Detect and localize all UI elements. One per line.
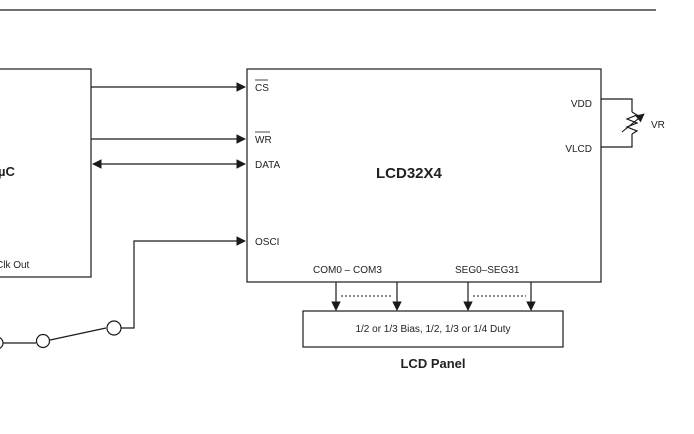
osci-signal-line <box>115 236 246 329</box>
clock-out-label: Clk Out <box>0 260 30 271</box>
chip-name: LCD32X4 <box>376 165 443 182</box>
pin-data-label: DATA <box>255 160 281 171</box>
switch-edge-terminal <box>0 337 4 349</box>
lcd-panel-box <box>302 310 564 348</box>
com-bus <box>331 282 402 311</box>
switch-lever <box>49 327 107 341</box>
seg-bus-label: SEG0–SEG31 <box>455 265 520 276</box>
microcontroller-box <box>0 68 92 278</box>
variable-resistor: VR <box>601 98 665 148</box>
chip-box <box>246 68 602 283</box>
microcontroller-label: µC <box>0 164 15 179</box>
lcd-panel-title: LCD Panel <box>400 356 465 371</box>
pin-wr-label: WR <box>255 135 272 146</box>
resistor-label: VR <box>651 120 665 131</box>
pin-osci-label: OSCI <box>255 237 279 248</box>
lcd-driver-chip: LCD32X4 CS WR DATA OSCI VDD VLCD COM0 – … <box>246 68 602 283</box>
lcd-panel: 1/2 or 1/3 Bias, 1/2, 1/3 or 1/4 Duty LC… <box>302 310 564 371</box>
microcontroller-block: µC Clk Out <box>0 68 92 278</box>
resistor-to-vlcd-line <box>601 134 633 148</box>
com-bus-label: COM0 – COM3 <box>313 265 382 276</box>
pin-vlcd-label: VLCD <box>565 144 592 155</box>
switch-terminal-left <box>35 333 51 349</box>
seg-bus <box>463 282 536 311</box>
switch-terminal-right <box>106 320 122 336</box>
oscillator-switch <box>0 236 246 349</box>
lcd-panel-drive-text: 1/2 or 1/3 Bias, 1/2, 1/3 or 1/4 Duty <box>355 324 510 335</box>
vdd-to-resistor-line <box>601 98 633 112</box>
pin-vdd-label: VDD <box>571 99 592 110</box>
resistor-wiper-arrow <box>621 113 645 133</box>
resistor-zigzag <box>625 111 639 135</box>
pin-cs-label: CS <box>255 83 269 94</box>
